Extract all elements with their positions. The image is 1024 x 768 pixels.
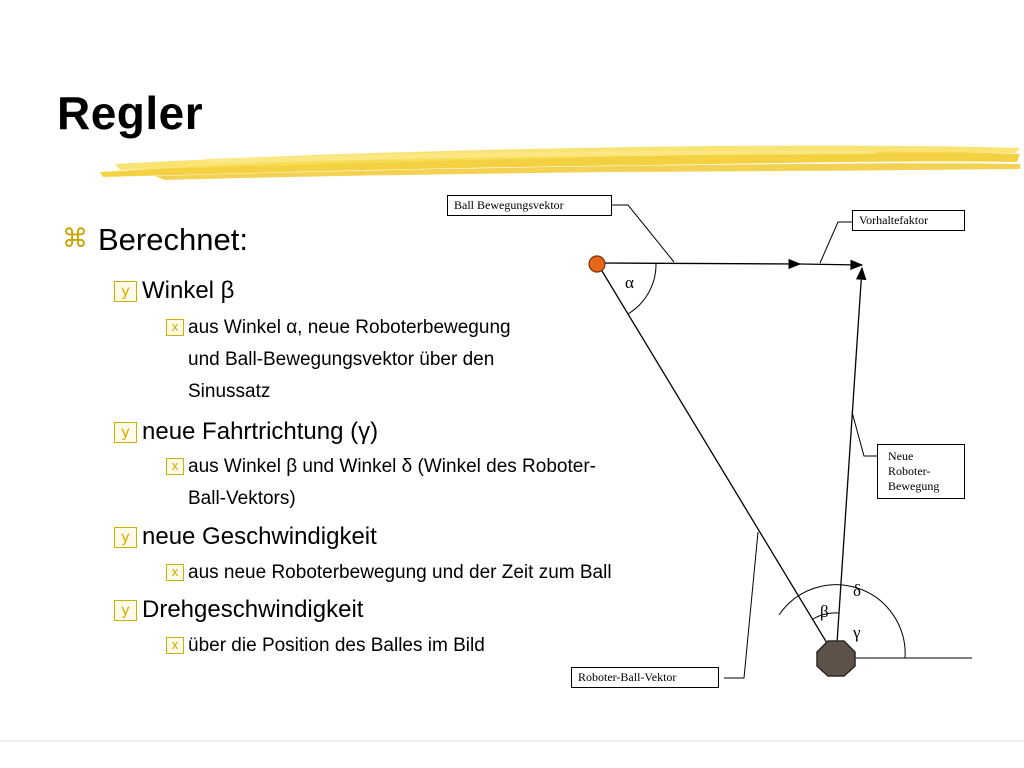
bullet-level1: ⌘ Berechnet: [62,222,248,258]
label-robot-move: Neue Roboter- Bewegung [877,444,965,499]
beta-label: β [820,602,829,621]
sub-bullet-text: über die Position des Balles im Bild [188,635,485,656]
alpha-arc [627,263,657,315]
sub-bullet-text: aus neue Roboterbewegung und der Zeit zu… [188,562,612,583]
bullet-fahrtrichtung: y neue Fahrtrichtung (γ) [114,417,378,447]
gamma-label: γ [853,623,861,642]
command-key-icon: ⌘ [62,224,88,254]
lead-factor-line [799,259,864,271]
label-ball-vector: Ball Bewegungsvektor [447,195,612,216]
footer-divider [0,740,1024,742]
sub-bullet: x über die Position des Balles im Bild [166,630,706,662]
checkbox-y-icon: y [114,527,137,548]
leader-robot-ball [724,531,759,679]
label-line: Neue [888,449,914,463]
label-lead-factor: Vorhaltefaktor [852,210,965,231]
checkbox-y-icon: y [114,600,137,621]
sub-bullet: x aus Winkel α, neue Roboterbewegung und… [166,312,706,408]
beta-arc [812,612,840,620]
bullet-geschwindigkeit: y neue Geschwindigkeit [114,522,377,552]
bullet-drehgeschwindigkeit: y Drehgeschwindigkeit [114,595,363,625]
bullet-text: neue Fahrtrichtung (γ) [142,418,379,445]
sub-bullet-line: Ball-Vektors) [188,488,296,509]
ball-icon [588,255,606,273]
sub-bullet-line: aus Winkel α, neue Roboterbewegung [188,317,511,338]
checkbox-y-icon: y [114,422,137,443]
robot-move-line [835,266,867,659]
sub-bullet: x aus neue Roboterbewegung und der Zeit … [166,557,706,589]
checkbox-x-icon: x [166,319,184,336]
sub-bullet-line: aus Winkel β und Winkel δ (Winkel des Ro… [188,456,596,477]
sub-bullet-text: aus Winkel α, neue Roboterbewegung und B… [188,312,511,408]
bullet-level1-text: Berechnet: [98,222,248,257]
ball-vector-line [597,258,802,270]
title-underline-brush [100,145,1020,180]
checkbox-y-icon: y [114,281,137,302]
robot-ball-vector-line [598,265,837,659]
label-line: Bewegung [888,479,940,493]
delta-label: δ [853,581,862,600]
sub-bullet-line: Sinussatz [188,381,271,402]
robot-icon [816,640,856,677]
leader-robot-move [851,411,877,457]
page-title: Regler [57,87,204,139]
bullet-winkel-beta: y Winkel β [114,276,234,306]
sub-bullet-text: aus Winkel β und Winkel δ (Winkel des Ro… [188,451,596,515]
label-line: Roboter- [888,464,931,478]
sub-bullet: x aus Winkel β und Winkel δ (Winkel des … [166,451,706,515]
checkbox-x-icon: x [166,564,184,581]
bullet-text: Drehgeschwindigkeit [142,596,364,623]
leader-lead-factor [819,221,852,264]
alpha-label: α [625,273,634,292]
delta-arc [778,584,906,659]
checkbox-x-icon: x [166,637,184,654]
label-robot-ball-vector: Roboter-Ball-Vektor [571,667,719,688]
bullet-text: neue Geschwindigkeit [142,523,377,550]
bullet-text: Winkel β [142,277,235,304]
sub-bullet-line: und Ball-Bewegungsvektor über den [188,349,495,370]
checkbox-x-icon: x [166,458,184,475]
leader-ball-vector [612,204,675,263]
